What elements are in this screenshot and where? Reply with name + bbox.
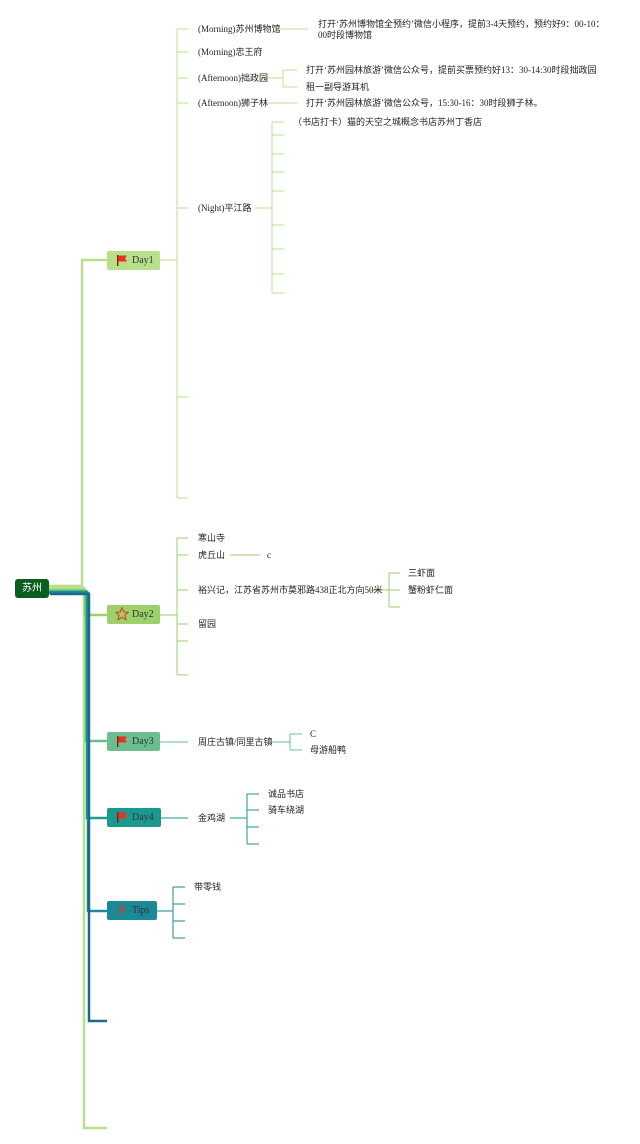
day1-zhuozheng-note2[interactable]: 租一副导游耳机 (306, 82, 370, 92)
day1-museum[interactable]: (Morning)苏州博物馆 (198, 24, 281, 34)
day2-hanshan[interactable]: 寒山寺 (198, 533, 226, 543)
day3-node[interactable]: Day3 (107, 732, 160, 751)
day2-huqiu[interactable]: 虎丘山 (198, 550, 226, 560)
day2-label: Day2 (132, 609, 154, 620)
day1-shizilin-note[interactable]: 打开‘苏州园林旅游’微信公众号，15:30-16：30时段狮子林。 (306, 98, 543, 108)
day1-shizilin[interactable]: (Afternoon)狮子林 (198, 98, 268, 108)
red-star-icon (115, 607, 129, 621)
day3-label: Day3 (132, 736, 154, 747)
day3-boat[interactable]: 母游船鸭 (310, 745, 347, 755)
day2-noodle2[interactable]: 蟹粉虾仁面 (408, 585, 454, 595)
day1-pingjiang-note[interactable]: （书店打卡）猫的天空之城概念书店苏州丁香店 (293, 117, 483, 127)
day4-eslite[interactable]: 诚品书店 (268, 789, 305, 799)
red-flag-icon (117, 812, 127, 823)
tips-label: Tips (132, 905, 150, 916)
day4-node[interactable]: Day4 (107, 808, 161, 827)
day2-liuyuan[interactable]: 留园 (198, 619, 217, 629)
day4-bike[interactable]: 骑车绕湖 (268, 805, 305, 815)
day2-huqiu-note[interactable]: c (267, 550, 271, 560)
day1-node[interactable]: Day1 (107, 251, 160, 270)
day3-note-c[interactable]: C (310, 729, 317, 739)
day4-jinjihu[interactable]: 金鸡湖 (198, 813, 226, 823)
root-node[interactable]: 苏州 (15, 579, 49, 598)
tips-cash[interactable]: 带零钱 (194, 882, 222, 892)
day1-zhuozheng-note1[interactable]: 打开‘苏州园林旅游’微信公众号，提前买票预约好13：30-14:30时段拙政园 (306, 65, 597, 75)
day4-label: Day4 (132, 812, 154, 823)
day2-noodle1[interactable]: 三虾面 (408, 568, 436, 578)
red-flag-icon (117, 255, 127, 266)
day1-zhuozheng[interactable]: (Afternoon)拙政园 (198, 73, 268, 83)
red-pin-icon (118, 905, 126, 916)
red-flag-icon (117, 736, 127, 747)
tips-node[interactable]: Tips (107, 901, 157, 920)
day1-pingjiang[interactable]: (Night)平江路 (198, 203, 252, 213)
day2-yuxingji[interactable]: 裕兴记，江苏省苏州市莫邪路438正北方向50米 (198, 585, 383, 595)
day1-museum-note[interactable]: 打开‘苏州博物馆全预约’微信小程序，提前3-4天预约，预约好9：00-10：00… (318, 19, 605, 40)
day2-node[interactable]: Day2 (107, 605, 160, 624)
day1-label: Day1 (132, 255, 154, 266)
day3-zhouzhuang[interactable]: 周庄古镇/同里古镇 (198, 737, 273, 747)
day1-zhongwang[interactable]: (Morning)忠王府 (198, 47, 263, 57)
